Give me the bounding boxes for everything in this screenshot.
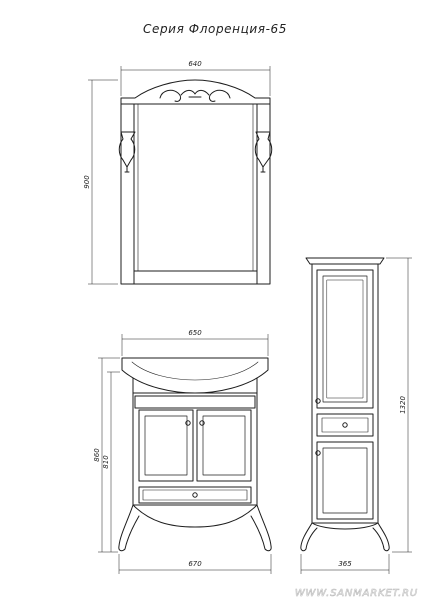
mirror-glass: [137, 103, 254, 272]
mirror-crown: [120, 79, 271, 105]
mirror-drawing: [118, 79, 273, 285]
dim-mirror-height: 900: [83, 175, 91, 189]
dim-cabinet-height: 1320: [399, 396, 407, 414]
mirror-right-post: [256, 103, 271, 285]
dim-mirror-width: 640: [188, 60, 202, 68]
mirror-right-lamp: [254, 131, 273, 173]
vanity-drawer-knob: [192, 492, 198, 498]
dim-vanity-top-width: 650: [188, 329, 202, 337]
vanity-right-knob: [199, 420, 205, 426]
cabinet-drawer: [316, 413, 374, 437]
vanity-drawing: [118, 357, 272, 552]
tall-cabinet-drawing: [300, 257, 390, 552]
dim-vanity-bottom-width: 670: [188, 560, 202, 568]
vanity-apron: [132, 504, 258, 528]
dim-cabinet-depth: 365: [338, 560, 352, 568]
cabinet-upper-knob: [315, 398, 321, 404]
vanity-right-door: [196, 409, 252, 482]
dim-vanity-height: 860: [93, 448, 101, 462]
dim-vanity-body-height: 810: [102, 455, 110, 469]
series-title: Серия Флоренция-65: [143, 22, 287, 36]
cabinet-left-leg: [300, 522, 318, 552]
vanity-right-leg: [250, 504, 272, 552]
mirror-left-lamp: [118, 131, 136, 173]
mirror-left-post: [120, 103, 135, 285]
watermark: WWW.SANMARKET.RU: [295, 588, 418, 599]
cabinet-body: [311, 263, 379, 524]
mirror-bottom-rail: [133, 270, 258, 285]
dimension-lines: [88, 66, 412, 574]
cabinet-cornice: [305, 257, 385, 271]
cabinet-right-leg: [372, 522, 390, 552]
vanity-basin: [121, 357, 269, 394]
vanity-left-leg: [118, 504, 140, 552]
mirror-crown-ornament: [159, 89, 231, 102]
vanity-body: [132, 377, 258, 506]
cabinet-lower-door: [316, 441, 374, 520]
vanity-left-knob: [185, 420, 191, 426]
cabinet-apron: [311, 522, 379, 530]
cabinet-drawer-knob: [342, 422, 348, 428]
vanity-drawer: [138, 486, 252, 504]
cabinet-upper-door: [316, 269, 374, 409]
vanity-left-door: [138, 409, 194, 482]
cabinet-lower-knob: [315, 450, 321, 456]
